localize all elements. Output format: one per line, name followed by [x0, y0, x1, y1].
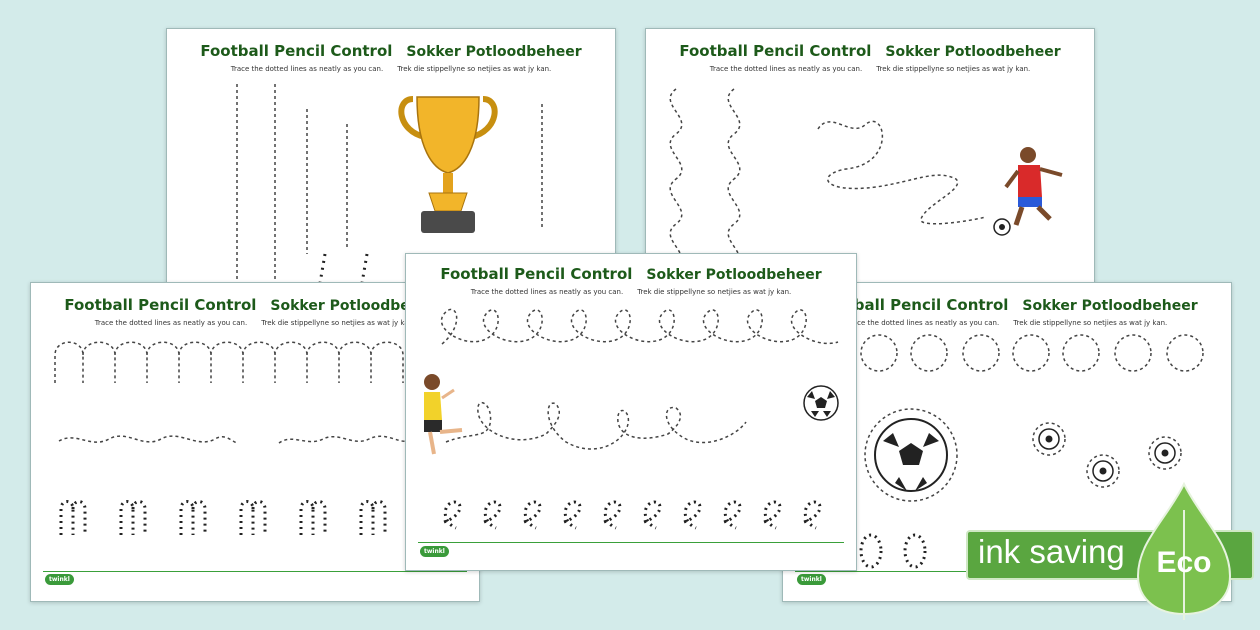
boy-kicking-ball-icon — [993, 147, 1063, 236]
instructions: Trace the dotted lines as neatly as you … — [406, 288, 856, 296]
worksheet-loops[interactable]: Football Pencil Control Sokker Potloodbeh… — [405, 253, 857, 571]
worksheet-title: Football Pencil Control Sokker Potloodbeh… — [783, 295, 1231, 314]
footer-rule — [43, 571, 467, 572]
instructions: Trace the dotted lines as neatly as you … — [31, 319, 479, 327]
ink-saving-label: ink saving — [978, 533, 1125, 570]
worksheet-title: Football Pencil Control Sokker Potloodbeh… — [167, 41, 615, 60]
title-english: Football Pencil Control — [679, 42, 872, 60]
instruction-afrikaans: Trek die stippellyne so netjies as wat j… — [1013, 319, 1168, 327]
worksheet-title: Football Pencil Control Sokker Potloodbeh… — [31, 295, 479, 314]
eco-leaf-icon: Eco — [1136, 481, 1232, 620]
trophy-icon — [398, 96, 498, 233]
title-afrikaans: Sokker Potloodbeheer — [1022, 298, 1198, 314]
instruction-afrikaans: Trek die stippellyne so netjies as wat j… — [397, 65, 552, 73]
instruction-afrikaans: Trek die stippellyne so netjies as wat j… — [637, 288, 792, 296]
title-english: Football Pencil Control — [440, 265, 633, 283]
twinkl-logo: twinkl — [420, 546, 449, 557]
title-afrikaans: Sokker Potloodbeheer — [885, 44, 1061, 60]
instructions: Trace the dotted lines as neatly as you … — [167, 65, 615, 73]
title-english: Football Pencil Control — [816, 296, 1009, 314]
football-icon — [874, 418, 1176, 492]
title-afrikaans: Sokker Potloodbeheer — [270, 298, 446, 314]
title-english: Football Pencil Control — [64, 296, 257, 314]
tracing-arches — [54, 341, 408, 535]
instruction-english: Trace the dotted lines as neatly as you … — [230, 65, 384, 73]
instruction-afrikaans: Trek die stippellyne so netjies as wat j… — [876, 65, 1031, 73]
title-afrikaans: Sokker Potloodbeheer — [646, 267, 822, 283]
eco-label: Eco — [1156, 546, 1211, 579]
worksheet-title: Football Pencil Control Sokker Potloodbeh… — [406, 264, 856, 283]
tracing-loops — [440, 308, 839, 530]
title-afrikaans: Sokker Potloodbeheer — [406, 44, 582, 60]
title-english: Football Pencil Control — [200, 42, 393, 60]
footer-rule — [418, 542, 844, 543]
worksheet-straight-lines[interactable]: Football Pencil Control Sokker Potloodbeh… — [166, 28, 616, 290]
twinkl-logo: twinkl — [45, 574, 74, 585]
worksheet-title: Football Pencil Control Sokker Potloodbeh… — [646, 41, 1094, 60]
instruction-english: Trace the dotted lines as neatly as you … — [709, 65, 863, 73]
twinkl-logo: twinkl — [797, 574, 826, 585]
instructions: Trace the dotted lines as neatly as you … — [783, 319, 1231, 327]
instruction-english: Trace the dotted lines as neatly as you … — [846, 319, 1000, 327]
tracing-waves — [669, 88, 987, 270]
ink-saving-eco-badge: ink saving Eco — [966, 480, 1256, 620]
instructions: Trace the dotted lines as neatly as you … — [646, 65, 1094, 73]
instruction-afrikaans: Trek die stippellyne so netjies as wat j… — [261, 319, 416, 327]
girl-kicking-ball-icon — [424, 374, 839, 455]
instruction-english: Trace the dotted lines as neatly as you … — [94, 319, 248, 327]
instruction-english: Trace the dotted lines as neatly as you … — [470, 288, 624, 296]
tracing-circles — [859, 334, 1204, 569]
